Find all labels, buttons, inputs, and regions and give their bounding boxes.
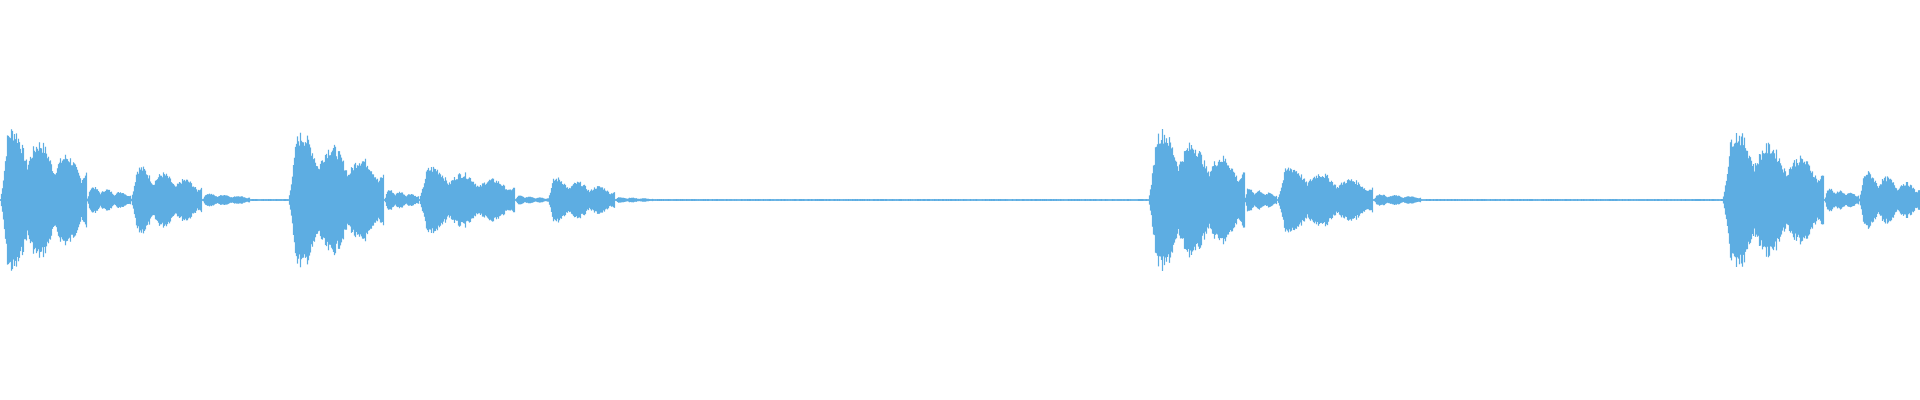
waveform-samples: [0, 129, 1920, 271]
waveform-amplitude-path: [0, 129, 1920, 271]
